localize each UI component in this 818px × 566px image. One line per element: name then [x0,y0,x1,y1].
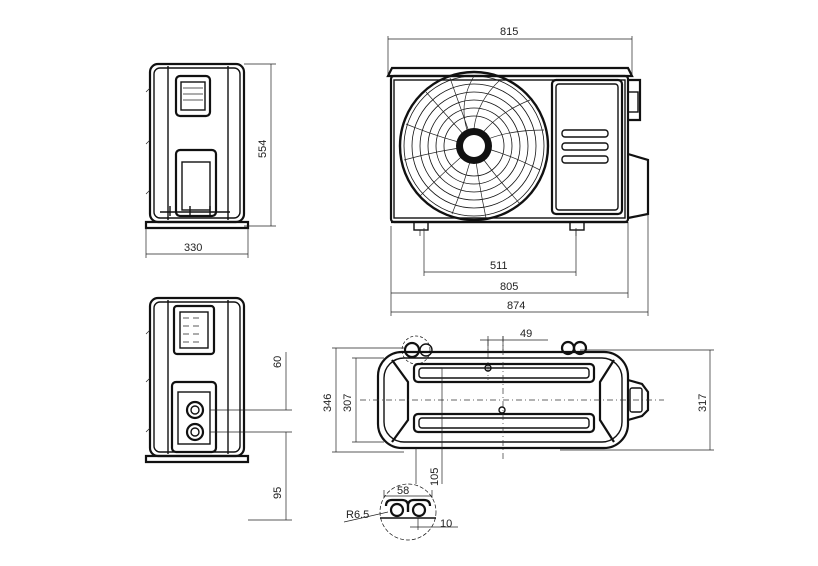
top-foot-offset-dimension: 105 [415,367,488,486]
dim-top-foot-offset: 105 [429,468,441,486]
dim-top-depth-right: 317 [697,394,709,412]
front-width-top-dimension: 815 [387,26,633,74]
dim-detail-slot-width: 58 [397,485,409,497]
dim-top-depth-body: 307 [342,394,354,412]
dim-front-overall-width: 874 [507,300,525,312]
front-foot-spacing-dimension: 511 [423,228,577,276]
dim-front-foot-spacing: 511 [490,260,508,272]
dim-detail-slot-height: 10 [440,518,452,530]
front-overall-width-dimension: 874 [391,214,649,316]
top-offset-dimension: 49 [480,328,548,352]
side-depth-dimension: 330 [145,228,249,258]
top-depth-dimensions: 346 307 [322,347,404,453]
dim-front-base-width: 805 [500,281,518,293]
front-base-width-dimension: 805 [390,222,629,316]
dim-side-depth: 330 [184,242,202,254]
top-view [360,335,664,460]
dim-top-depth-overall: 346 [322,394,334,412]
rear-view [144,296,250,464]
detail-view [343,483,458,541]
dim-rear-valve-bottom: 95 [272,487,284,499]
fan-grille [398,70,550,222]
dim-top-offset: 49 [520,328,532,340]
front-view [386,66,650,236]
dim-side-height: 554 [257,140,269,158]
top-depth-right-dimension: 317 [560,349,714,451]
dim-rear-valve-top: 60 [272,356,284,368]
rear-valve-dimensions: 60 95 [210,352,292,521]
dim-detail-radius: R6.5 [346,509,369,521]
side-height-dimension: 554 [244,63,276,227]
dim-front-width-top: 815 [500,26,518,38]
side-view [144,62,250,230]
